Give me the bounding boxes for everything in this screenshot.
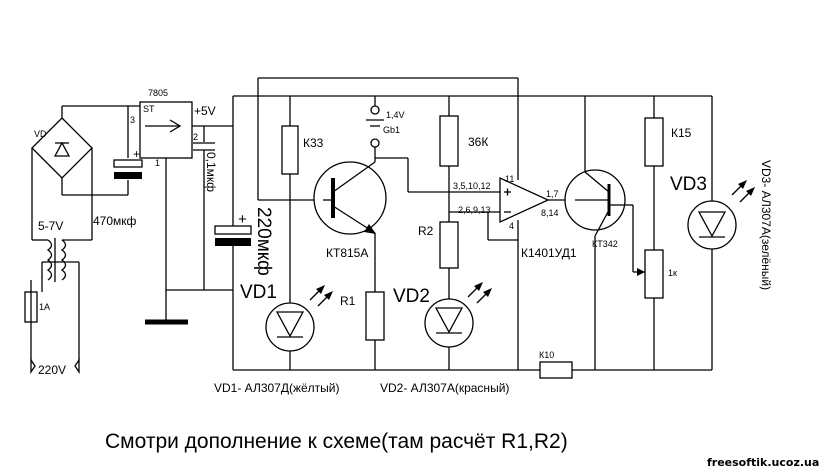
transistor-kt342 <box>564 96 633 370</box>
resistor-k15 <box>644 96 664 250</box>
svg-text:11: 11 <box>505 174 514 184</box>
bridge-label: VD <box>34 129 47 139</box>
vd2-description: VD2- АЛ307А(красный) <box>380 381 509 395</box>
transistor-kt815a <box>313 158 387 292</box>
svg-text:+: + <box>238 211 247 228</box>
vd2-label: VD2 <box>393 286 430 307</box>
reg-st: ST <box>143 104 155 114</box>
fuse-label: 1А <box>39 302 50 312</box>
led-vd1 <box>265 200 333 370</box>
c01-label: 0,1мкф <box>204 152 218 192</box>
svg-text:2: 2 <box>193 132 198 142</box>
opamp-k1401ud1 <box>487 176 575 241</box>
potentiometer-1k <box>632 205 664 370</box>
resistor-k10 <box>539 361 573 379</box>
diode-bridge <box>31 106 93 240</box>
vd3-description: VD3- АЛ307А(зелёный) <box>759 160 773 290</box>
opamp-label: К1401УД1 <box>521 246 577 260</box>
q2-label: КТ342 <box>592 239 618 249</box>
resistor-r1 <box>365 291 385 370</box>
vd1-description: VD1- АЛ307Д(жёлтый) <box>214 381 339 395</box>
svg-text:3: 3 <box>130 115 135 125</box>
transformer <box>32 238 92 360</box>
r1-label: R1 <box>340 294 356 308</box>
k33-label: К33 <box>303 136 324 150</box>
led-vd3 <box>687 180 755 250</box>
gb-name: Gb1 <box>383 125 400 135</box>
q1-label: КТ815А <box>326 246 368 260</box>
svg-text:2,6,9,13: 2,6,9,13 <box>458 205 491 215</box>
led-vd2 <box>424 282 492 370</box>
svg-text:4: 4 <box>509 221 514 231</box>
resistor-r2 <box>439 221 459 300</box>
v57-label: 5-7V <box>38 219 63 233</box>
r2-label: R2 <box>418 224 434 238</box>
capacitor-220 <box>214 96 252 290</box>
r36k-label: 36К <box>468 135 488 149</box>
svg-text:+: + <box>133 147 140 161</box>
resistor-36k <box>439 96 459 222</box>
svg-text:1: 1 <box>155 158 160 168</box>
v220-label: 220V <box>38 363 66 377</box>
vd1-label: VD1 <box>240 282 277 303</box>
caption: Смотри дополнение к схеме(там расчёт R1,… <box>105 430 568 453</box>
svg-text:8,14: 8,14 <box>541 208 559 218</box>
pot-label: 1к <box>668 268 677 278</box>
vd3-label: VD3 <box>670 174 707 195</box>
fuse <box>24 280 38 360</box>
capacitor-0-1 <box>193 142 215 290</box>
capacitor-470 <box>113 159 143 179</box>
k10-label: К10 <box>539 350 554 360</box>
c470-label: 470мкф <box>93 214 137 228</box>
regulator-7805 <box>139 101 193 159</box>
k15-label: К15 <box>671 126 692 140</box>
battery-gb1 <box>366 96 500 193</box>
reg-name: 7805 <box>148 88 168 98</box>
resistor-k33 <box>281 96 299 200</box>
gb-voltage: 1,4V <box>386 110 405 120</box>
watermark: freesoftik.ucoz.ua <box>707 456 819 469</box>
reg-plus5: +5V <box>194 104 216 118</box>
svg-text:3,5,10,12: 3,5,10,12 <box>453 181 491 191</box>
svg-text:1,7: 1,7 <box>546 189 559 199</box>
c220-label: 220мкф <box>253 207 274 276</box>
